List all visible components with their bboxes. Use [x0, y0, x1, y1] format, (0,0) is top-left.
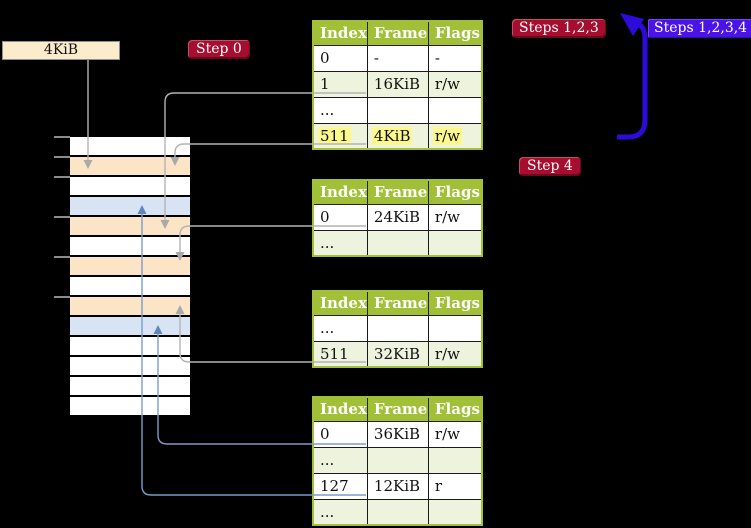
memory-row-14 — [70, 397, 190, 415]
cell-value: 1 — [320, 75, 330, 93]
recursive-loop-arrowhead — [620, 13, 644, 36]
cell-value: r — [434, 477, 443, 495]
memory-row-6 — [70, 237, 190, 257]
cell-value: 0 — [320, 425, 330, 443]
table-row: ... — [312, 229, 483, 257]
cell-value: 32KiB — [373, 344, 421, 363]
cell-value: 511 — [320, 126, 349, 145]
cell-value: ... — [320, 101, 335, 119]
cell-value: ... — [320, 502, 335, 521]
cell-value: 12KiB — [373, 477, 421, 495]
table-row: ... — [312, 96, 483, 124]
cell-value: r/w — [434, 208, 460, 226]
memory-row-5 — [70, 217, 190, 237]
cell-value: 127 — [320, 477, 349, 495]
cell-value: 4KiB — [373, 126, 411, 145]
memory-address-tick — [54, 136, 70, 138]
memory-address-tick — [54, 256, 70, 258]
column-header-index: Index — [312, 290, 368, 316]
table-header-row: Index Frame Flags — [312, 179, 483, 205]
table-header-row: Index Frame Flags — [312, 396, 483, 422]
memory-address-tick — [54, 156, 70, 158]
cell-value: 0 — [320, 49, 330, 67]
table-row: 511 32KiB r/w — [312, 340, 483, 368]
memory-row-9 — [70, 297, 190, 317]
memory-row-13 — [70, 377, 190, 397]
cell-value: 0 — [320, 208, 330, 226]
page-table-level-4: Index Frame Flags 0 - - 1 16KiB r/w ... … — [312, 20, 484, 150]
cell-value: r/w — [434, 344, 460, 363]
column-header-frame: Frame — [366, 179, 429, 205]
cell-value: ... — [320, 233, 335, 252]
page-table-level-1: Index Frame Flags 0 36KiB r/w ... 127 12… — [312, 396, 484, 526]
table-row: 127 12KiB r — [312, 472, 483, 500]
column-header-frame: Frame — [366, 20, 429, 46]
table-row: ... — [312, 314, 483, 342]
cell-value: - — [434, 49, 440, 67]
cell-value: 511 — [320, 344, 349, 363]
cell-value: - — [373, 49, 379, 67]
table-header-row: Index Frame Flags — [312, 20, 483, 46]
column-header-flags: Flags — [427, 290, 483, 316]
page-table-level-3: Index Frame Flags 0 24KiB r/w ... — [312, 179, 484, 257]
memory-row-10 — [70, 317, 190, 337]
table-row: 1 16KiB r/w — [312, 70, 483, 98]
cell-value: 24KiB — [373, 208, 421, 226]
table-row: ... — [312, 446, 483, 474]
badge-steps-1-2-3-4: Steps 1,2,3,4 — [648, 19, 751, 38]
table-row: 0 24KiB r/w — [312, 203, 483, 231]
table-row: ... — [312, 498, 483, 526]
memory-row-4 — [70, 197, 190, 217]
column-header-index: Index — [312, 20, 368, 46]
cell-value: ... — [320, 319, 335, 337]
table-row-recursive-entry: 511 4KiB r/w — [312, 122, 483, 150]
page-table-level-2: Index Frame Flags ... 511 32KiB r/w — [312, 290, 484, 368]
physical-memory-column — [70, 137, 190, 415]
memory-row-11 — [70, 337, 190, 357]
cell-value: r/w — [434, 425, 460, 443]
table-header-row: Index Frame Flags — [312, 290, 483, 316]
frame-size-label: 4KiB — [2, 41, 120, 60]
badge-steps-1-2-3: Steps 1,2,3 — [512, 19, 606, 38]
cell-value: 16KiB — [373, 75, 421, 93]
memory-row-12 — [70, 357, 190, 377]
column-header-frame: Frame — [366, 396, 429, 422]
recursive-loop-arrow — [617, 20, 648, 140]
column-header-index: Index — [312, 396, 368, 422]
cell-value: ... — [320, 451, 335, 469]
table-row: 0 - - — [312, 44, 483, 72]
column-header-index: Index — [312, 179, 368, 205]
cell-value: 36KiB — [373, 425, 421, 443]
cell-value: r/w — [434, 75, 460, 93]
column-header-flags: Flags — [427, 20, 483, 46]
memory-row-8 — [70, 277, 190, 297]
memory-address-tick — [54, 296, 70, 298]
column-header-flags: Flags — [427, 179, 483, 205]
column-header-frame: Frame — [366, 290, 429, 316]
memory-row-7 — [70, 257, 190, 277]
badge-step-4: Step 4 — [519, 157, 581, 176]
memory-row-3 — [70, 177, 190, 197]
memory-address-tick — [54, 176, 70, 178]
memory-row-1 — [70, 137, 190, 157]
column-header-flags: Flags — [427, 396, 483, 422]
badge-step-0: Step 0 — [188, 40, 250, 59]
cell-value: r/w — [434, 126, 460, 145]
table-row: 0 36KiB r/w — [312, 420, 483, 448]
memory-row-2 — [70, 157, 190, 177]
memory-address-tick — [54, 216, 70, 218]
